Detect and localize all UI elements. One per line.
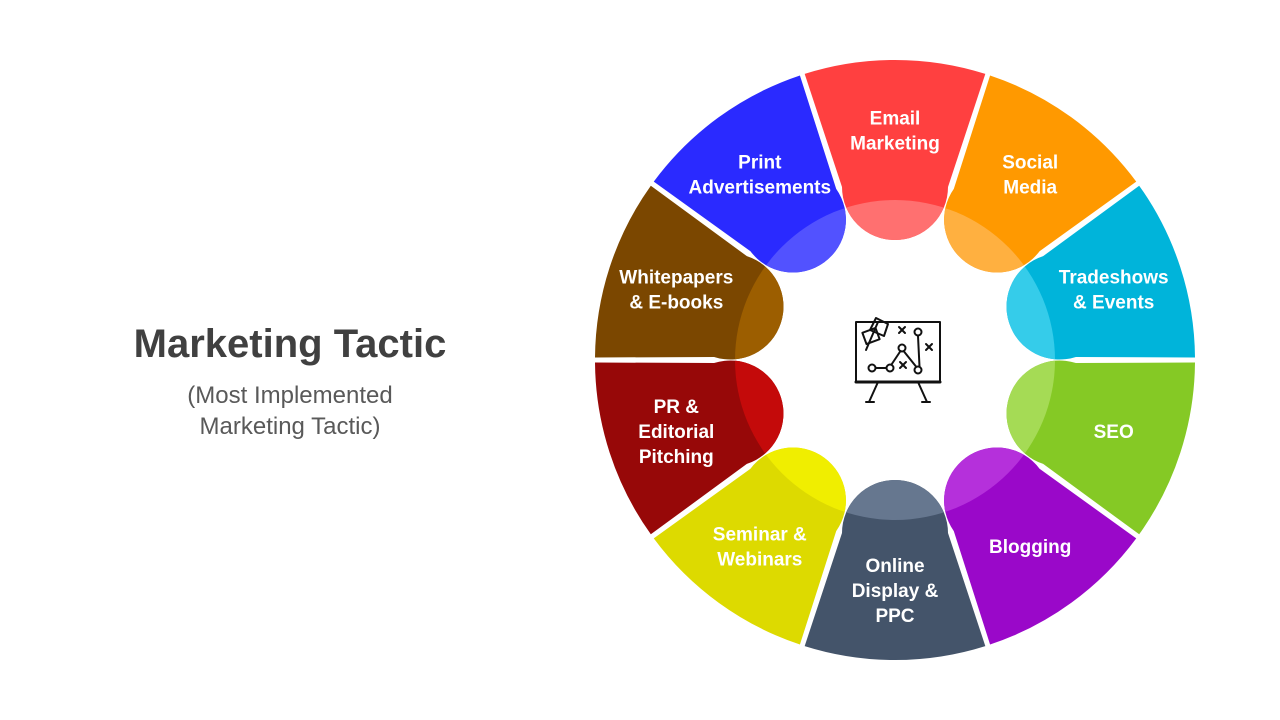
segment-label: Seminar & Webinars xyxy=(713,525,807,571)
segment-label-line: Print xyxy=(738,152,782,173)
segment-shape xyxy=(804,59,986,240)
segment-social-media xyxy=(944,75,1137,273)
segment-label-line: Marketing xyxy=(850,134,940,155)
segment-label: SEO xyxy=(1094,422,1134,443)
strategy-board-icon xyxy=(854,317,942,403)
segment-label: Tradeshows & Events xyxy=(1059,267,1169,313)
segment-shape xyxy=(944,75,1137,273)
subtitle-line-2: Marketing Tactic) xyxy=(199,413,381,440)
segment-shape xyxy=(944,447,1137,645)
segment-label-line: Social xyxy=(1002,152,1058,173)
segment-email-marketing xyxy=(804,59,986,240)
segment-label: Blogging xyxy=(989,537,1071,558)
segment-shape xyxy=(1006,360,1195,535)
segment-shape xyxy=(653,447,846,645)
segment-blogging xyxy=(944,447,1137,645)
segment-seminar-webinars xyxy=(653,447,846,645)
segment-label-line: Pitching xyxy=(639,447,714,468)
subtitle: (Most Implemented Marketing Tactic) xyxy=(90,380,490,442)
segment-shape xyxy=(595,185,784,360)
segment-shape xyxy=(804,480,986,661)
segment-shape xyxy=(1006,185,1195,360)
segment-label: Whitepapers & E-books xyxy=(619,267,733,313)
segment-print-advertisements xyxy=(653,75,846,273)
segment-label-line: SEO xyxy=(1094,422,1134,443)
segment-tradeshows-events xyxy=(1006,185,1195,360)
segment-online-display-ppc xyxy=(804,480,986,661)
segment-label-line: Media xyxy=(1003,177,1057,198)
segment-seo xyxy=(1006,360,1195,535)
segment-label-line: & Events xyxy=(1073,292,1154,313)
segment-label-line: Tradeshows xyxy=(1059,267,1169,288)
segment-pr-editorial-pitching xyxy=(595,360,784,535)
title-block: Marketing Tactic (Most Implemented Marke… xyxy=(90,316,490,442)
segment-label-line: Blogging xyxy=(989,537,1071,558)
segment-label-line: Advertisements xyxy=(689,177,832,198)
segments-layer xyxy=(595,59,1195,661)
segment-label-line: Editorial xyxy=(638,422,714,443)
segment-label-line: Email xyxy=(870,109,921,130)
segment-shape xyxy=(653,75,846,273)
segment-label-line: Online xyxy=(865,556,924,577)
segment-label-line: Whitepapers xyxy=(619,267,733,288)
segment-label-line: Seminar & xyxy=(713,525,807,546)
segment-label-line: Webinars xyxy=(717,550,802,571)
segment-label-line: PPC xyxy=(875,606,914,627)
segment-label-line: & E-books xyxy=(629,292,723,313)
segment-label-line: Display & xyxy=(852,581,939,602)
main-title: Marketing Tactic xyxy=(133,322,447,366)
segment-shape xyxy=(595,360,784,535)
segment-whitepapers-e-books xyxy=(595,185,784,360)
subtitle-line-1: (Most Implemented xyxy=(187,382,393,409)
segment-label-line: PR & xyxy=(654,397,700,418)
